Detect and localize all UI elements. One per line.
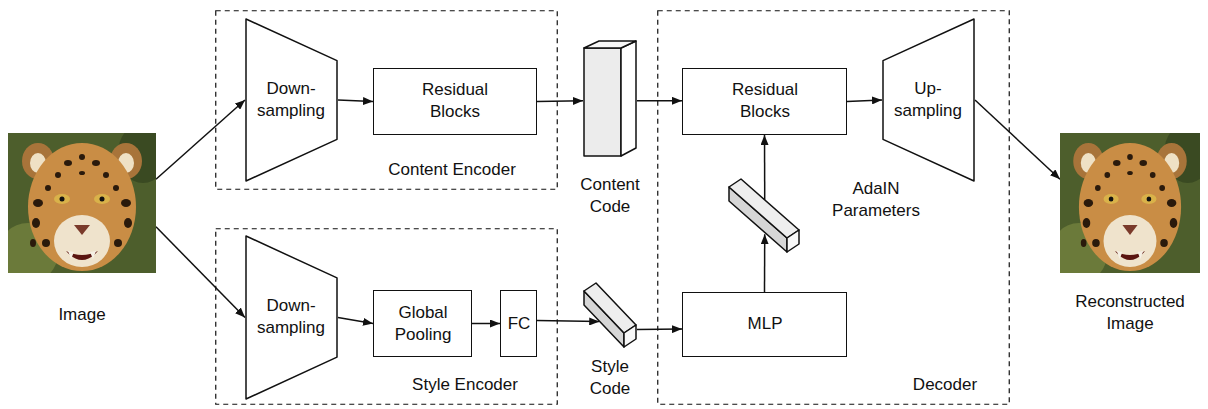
process-box: Global Pooling (373, 290, 472, 357)
node-label: FC (502, 313, 536, 335)
node-label: Reconstructed Image (1068, 291, 1192, 335)
flow-arrow (764, 135, 766, 200)
flow-arrow (156, 227, 245, 318)
trapezoid-outline (883, 19, 974, 181)
flow-arrow (537, 320, 599, 321)
shape-outline (245, 18, 338, 182)
flow-arrow (637, 100, 682, 102)
node-label: MLP (705, 313, 825, 335)
decoder-trapezoid: Up-sampling (882, 18, 975, 182)
shape-outline (728, 178, 800, 253)
image-node: Image (8, 133, 156, 273)
cuboid-face (787, 230, 799, 252)
group-box: Style Encoder Down-sampling Global Pooling… (215, 228, 558, 405)
node-label: Down-sampling (252, 295, 330, 339)
encoder-trapezoid: Down-sampling (245, 18, 338, 182)
node-label: Residual Blocks (720, 79, 810, 123)
node-label: AdaIN Parameters (826, 178, 926, 222)
leopard-photo (8, 133, 156, 273)
cuboid-face (729, 179, 799, 238)
cuboid-face (584, 41, 636, 48)
flow-arrow (338, 100, 373, 102)
node-label: Residual Blocks (410, 79, 500, 123)
node-label: Style Code (574, 356, 646, 400)
node-label: Content Code (574, 174, 646, 218)
cuboid-face (621, 41, 636, 156)
parameter-vector: AdaIN Parameters (728, 178, 800, 253)
cuboid-face (584, 283, 636, 333)
code-block: Content Code (583, 40, 637, 157)
group-box: Content Encoder Down-sampling Residual Blo… (215, 10, 558, 190)
cuboid-face (584, 48, 621, 156)
process-box: MLP (682, 292, 847, 357)
process-box: Residual Blocks (682, 68, 847, 135)
cuboid-face (624, 325, 636, 347)
dashed-border (216, 11, 558, 190)
node-label: Image (22, 304, 142, 326)
group-label: Content Encoder (372, 159, 532, 181)
node-label: Down-sampling (252, 78, 330, 122)
shape-outline (583, 282, 637, 348)
flow-arrow (338, 318, 373, 324)
image-node: Reconstructed Image (1060, 133, 1200, 273)
code-vector: Style Code (583, 282, 637, 348)
process-box: Residual Blocks (373, 68, 537, 135)
group-label: Style Encoder (395, 374, 535, 396)
flow-arrow (847, 100, 882, 102)
encoder-trapezoid: Down-sampling (245, 235, 338, 400)
flow-arrow (975, 100, 1060, 179)
flow-arrow (637, 328, 682, 330)
group-box: Decoder Residual Blocks Up-samplingAdaIN P… (657, 10, 1010, 405)
trapezoid-outline (246, 19, 337, 181)
group-label: Decoder (895, 374, 995, 396)
flow-arrow (472, 323, 500, 325)
trapezoid-outline (246, 236, 337, 399)
dashed-border (216, 229, 558, 405)
process-box: FC (500, 290, 537, 357)
shape-outline (245, 235, 338, 400)
shape-outline (882, 18, 975, 182)
leopard-photo (1060, 133, 1200, 273)
node-label: Global Pooling (383, 302, 463, 346)
flow-arrow (537, 100, 583, 102)
node-label: Up-sampling (889, 78, 967, 122)
dashed-border (658, 11, 1010, 405)
flow-arrow (764, 234, 766, 292)
flow-arrow (156, 100, 245, 179)
shape-outline (583, 40, 637, 157)
